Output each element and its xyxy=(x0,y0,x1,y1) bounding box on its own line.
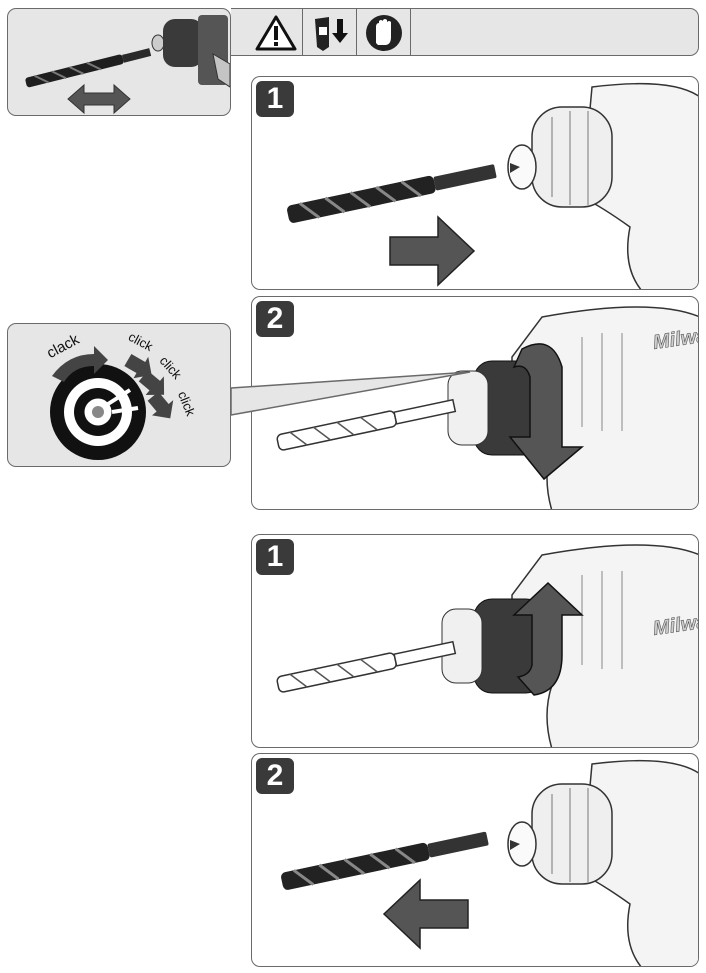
warning-triangle-icon xyxy=(249,9,303,55)
remove-bit-illustration xyxy=(281,759,698,966)
rotate-counterclockwise-arrow-icon xyxy=(512,581,584,696)
arrow-right-icon xyxy=(389,215,476,287)
click-arrow-icon xyxy=(124,353,152,379)
step-number-badge: 1 xyxy=(256,81,294,117)
insert-bit-illustration xyxy=(287,82,698,289)
clack-arrow-icon xyxy=(52,346,108,382)
tighten-chuck-illustration: Milwaukee xyxy=(276,306,698,509)
loosen-chuck-illustration: Milwaukee xyxy=(276,544,698,747)
rotate-clockwise-arrow-icon xyxy=(508,343,585,481)
double-arrow-icon xyxy=(67,83,131,115)
step-number-badge: 1 xyxy=(256,539,294,575)
remove-step-2-panel: 2 xyxy=(251,753,699,967)
remove-step-1-panel: Milwaukee 1 xyxy=(251,534,699,748)
overview-panel xyxy=(7,8,231,116)
overview-illustration xyxy=(25,15,230,115)
click-callout-panel: clack click click click xyxy=(7,323,231,467)
insert-step-2-panel: Milwaukee 2 xyxy=(251,296,699,510)
click-arrow-icon xyxy=(147,391,174,419)
click-arrow-icon xyxy=(138,370,165,395)
wear-gloves-icon xyxy=(357,9,411,55)
disconnect-battery-icon xyxy=(303,9,357,55)
chuck-face-illustration xyxy=(50,346,174,460)
insert-step-1-panel: 1 xyxy=(251,76,699,290)
step-number-badge: 2 xyxy=(256,301,294,337)
header-strip xyxy=(231,8,699,56)
step-number-badge: 2 xyxy=(256,758,294,794)
arrow-left-icon xyxy=(382,878,469,950)
